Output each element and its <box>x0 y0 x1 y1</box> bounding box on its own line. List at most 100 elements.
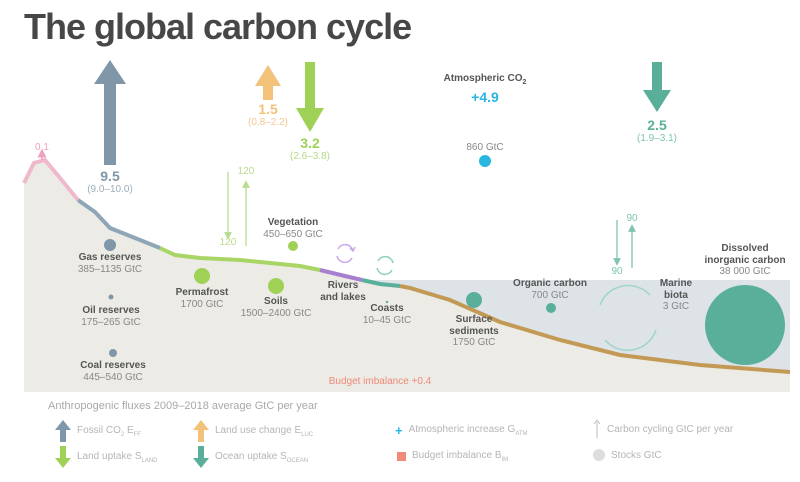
ocean-cycling-down: 90 <box>611 266 623 277</box>
coal-stock <box>109 349 117 357</box>
legend-label: Land uptake SLAND <box>77 451 158 464</box>
budget-imbalance: Budget imbalance +0.4 <box>328 376 432 387</box>
legend-text: Atmospheric increase G <box>408 424 516 435</box>
stock-label: Vegetation <box>267 217 319 228</box>
page-title: The global carbon cycle <box>24 6 412 47</box>
plus-icon: + <box>395 423 403 438</box>
soils-stock <box>268 278 284 294</box>
land-cycling-up: 120 <box>237 166 255 177</box>
legend-text: E <box>124 424 134 436</box>
ocean-cycle-icon <box>599 284 657 352</box>
legend-text: Land uptake S <box>77 450 142 462</box>
stock-label: Surface <box>455 314 493 325</box>
land-uptake-arrow-icon <box>55 446 71 468</box>
legend-text: Ocean uptake S <box>215 450 287 462</box>
fossil-range: (9.0–10.0) <box>87 184 133 195</box>
permafrost-stock <box>194 268 210 284</box>
rivers-cycle-icon <box>336 243 356 264</box>
circle-icon <box>593 449 605 461</box>
ocean-uptake-range: (1.9–3.1) <box>636 133 678 144</box>
stock-label: biota <box>664 289 688 301</box>
stock-value: 1750 GtC <box>452 337 496 348</box>
stock-label: and lakes <box>320 291 366 303</box>
volcanic-value: 0.1 <box>35 142 49 153</box>
legend-label: Budget imbalance BIM <box>412 450 508 463</box>
atmosphere-label-text: Atmospheric CO <box>443 73 523 84</box>
land-use-range: (0.8–2.2) <box>247 117 289 128</box>
legend-label: Carbon cycling GtC per year <box>607 423 734 435</box>
legend-sub: IM <box>501 457 509 463</box>
stock-label: Coal reserves <box>80 360 146 371</box>
stock-value: 38 000 GtC <box>719 266 771 277</box>
legend-sub: OCEAN <box>286 457 309 464</box>
land-cycling-down: 120 <box>219 237 237 248</box>
coasts-cycle-icon <box>376 255 394 276</box>
dic-stock <box>705 285 785 365</box>
gas-stock <box>104 239 116 251</box>
land-use-value: 1.5 <box>258 101 278 117</box>
legend-label: Land use change ELUC <box>215 425 313 438</box>
legend-sub: LAND <box>141 457 158 464</box>
legend-ocean-uptake: Ocean uptake SOCEAN <box>193 446 308 468</box>
stock-value: 445–540 GtC <box>83 371 143 383</box>
fossil-arrow-icon <box>55 420 71 442</box>
stock-value: 700 GtC <box>531 289 569 301</box>
legend-imbalance: Budget imbalance BIM <box>397 450 508 463</box>
stock-label: sediments <box>449 325 499 337</box>
stock-label: inorganic carbon <box>704 254 786 266</box>
legend-title: Anthropogenic fluxes 2009–2018 average G… <box>48 400 318 412</box>
stock-label: Oil reserves <box>82 305 140 316</box>
legend-land-use: Land use change ELUC <box>193 420 313 442</box>
land-uptake-arrow <box>296 62 324 132</box>
land-uptake-range: (2.6–3.8) <box>289 151 331 162</box>
legend-label: Atmospheric increase GATM <box>409 424 528 437</box>
stock-label: Permafrost <box>175 287 229 298</box>
stock-value: 1500–2400 GtC <box>240 307 312 319</box>
oil-stock <box>108 294 114 300</box>
legend-text: Budget imbalance B <box>412 450 502 461</box>
ocean-uptake-value: 2.5 <box>647 117 667 133</box>
stock-value: 175–265 GtC <box>81 316 141 328</box>
seabed <box>399 284 791 374</box>
atmosphere-stock-value: 860 GtC <box>466 142 504 153</box>
land-uptake-value: 3.2 <box>300 135 320 151</box>
stock-value: 3 GtC <box>662 301 690 312</box>
organic-stock <box>546 303 556 313</box>
square-icon <box>397 452 406 461</box>
fossil-arrow <box>94 60 126 165</box>
legend-sub: 2 <box>120 431 125 438</box>
legend-sub: ATM <box>515 431 528 437</box>
legend-sub: LUC <box>301 431 314 438</box>
stock-value: 10–45 GtC <box>362 314 412 326</box>
ocean-uptake-arrow <box>643 62 671 112</box>
stock-label: Organic carbon <box>513 278 587 289</box>
stock-label: Marine <box>659 278 693 289</box>
stock-value: 1700 GtC <box>180 298 224 310</box>
atmosphere-increase: +4.9 <box>471 89 499 105</box>
stock-label: Coasts <box>370 303 404 314</box>
atmosphere-label-sub: 2 <box>522 79 527 86</box>
stock-label: Gas reserves <box>78 252 142 263</box>
land-use-arrow <box>255 65 281 100</box>
legend-text: Land use change E <box>215 424 302 436</box>
ocean-uptake-arrow-icon <box>193 446 209 468</box>
land-use-arrow-icon <box>193 420 209 442</box>
atmosphere-stock <box>479 155 491 167</box>
legend-atmospheric: + Atmospheric increase GATM <box>395 423 528 438</box>
stock-value: 450–650 GtC <box>263 228 323 240</box>
legend-fossil: Fossil CO2 EFF <box>55 420 141 442</box>
legend-cycling: Carbon cycling GtC per year <box>593 420 733 438</box>
legend-label: Stocks GtC <box>611 449 662 461</box>
